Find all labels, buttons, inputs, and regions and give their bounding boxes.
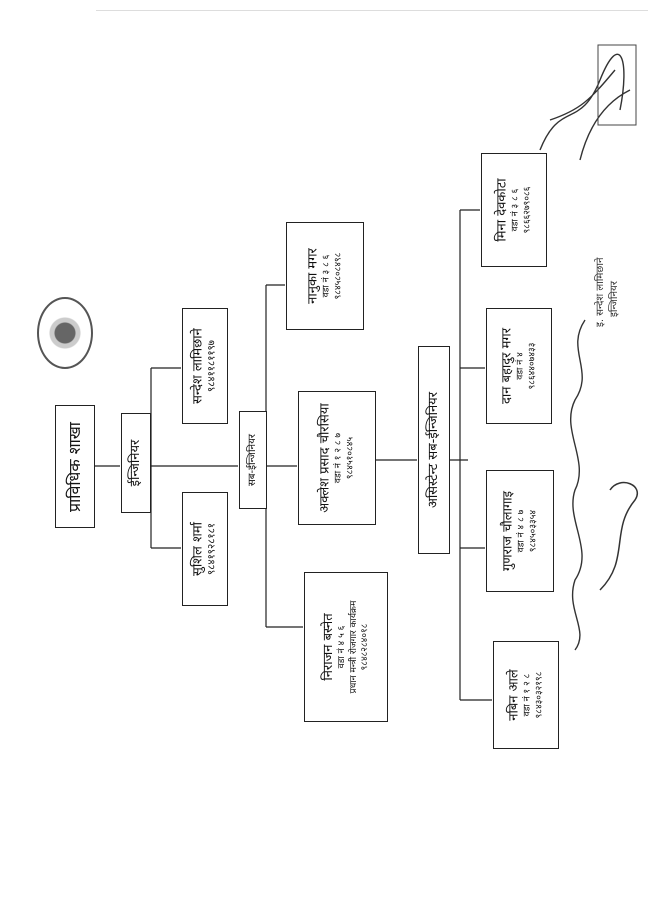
gunraj-node: गुणराज चौलागाइ वडा नं ४ ८ ७ ९८४५०३३५४	[486, 470, 554, 592]
svg-text:इ. सन्देश लामिछाने: इ. सन्देश लामिछाने	[594, 257, 606, 327]
akhilesh-name: अक्लेश प्रसाद चौरसिया	[317, 403, 333, 513]
nanuka-ward: वडा नं ३ ८ ६	[321, 254, 332, 298]
nirajan-node: निराजन बस्नेत वडा नं ४ ५ ६ प्रधान मन्त्र…	[304, 572, 388, 722]
signature-stamp: इ. सन्देश लामिछाने इन्जिनियर	[594, 257, 620, 327]
mina-name: मिना देवकोटा	[494, 178, 510, 242]
sandesh-phone: ९८४११८११९७	[206, 340, 218, 393]
dan-ward: वडा नं ४	[515, 352, 526, 380]
engineer-title: ईन्जिनियर	[127, 439, 143, 487]
sandesh-node: सन्देश लामिछाने ९८४११८११९७	[182, 308, 228, 424]
nirajan-phone: ९८४८२८४०१८	[359, 623, 370, 671]
official-seal	[37, 297, 93, 369]
dan-phone: ९८६४४०७४३३	[527, 342, 538, 390]
engineer-node: ईन्जिनियर	[121, 413, 151, 513]
nirajan-name: निराजन बस्नेत	[321, 613, 336, 681]
nanuka-node: नानुका मगर वडा नं ३ ८ ६ ९८४५८०८४९८	[286, 222, 364, 330]
root-node: प्राविधिक शाखा	[55, 405, 95, 528]
mina-phone: ९८६६२७९०८६	[522, 186, 533, 234]
handwritten-flourish	[599, 481, 638, 591]
sandesh-name: सन्देश लामिछाने	[190, 328, 206, 404]
sub-engineer-title: सब-ईन्जिनियर	[246, 433, 258, 487]
asst-sub-engineer-node: असिस्टेन्ट सब-ईन्जिनियर	[418, 346, 450, 554]
nabin-name: नबिन आले	[506, 669, 522, 721]
root-title: प्राविधिक शाखा	[65, 421, 84, 512]
nabin-phone: ९८४३०३२१९८	[534, 671, 545, 719]
asst-sub-engineer-title: असिस्टेन्ट सब-ईन्जिनियर	[425, 391, 441, 509]
sushil-name: सुशिल शर्मा	[190, 522, 206, 576]
akhilesh-phone: ९८४५१०८४५	[345, 436, 356, 480]
nirajan-ward: वडा नं ४ ५ ६	[337, 625, 348, 669]
handwritten-date-signature	[570, 319, 586, 651]
sushil-node: सुशिल शर्मा ९८४१९२८१८१	[182, 492, 228, 606]
page-top-edge	[96, 10, 648, 11]
handwritten-signature-top	[539, 44, 637, 161]
gunraj-ward: वडा नं ४ ८ ७	[516, 509, 527, 553]
mina-ward: वडा नं ३ ८ ६	[510, 188, 521, 232]
dan-node: दान बहादुर मगर वडा नं ४ ९८६४४०७४३३	[486, 308, 552, 424]
akhilesh-node: अक्लेश प्रसाद चौरसिया वडा नं १ २ ८ ७ ९८४…	[298, 391, 376, 525]
gunraj-phone: ९८४५०३३५४	[528, 509, 539, 553]
nirajan-program: प्रधान मन्त्री रोजगार कार्यक्रम	[348, 600, 359, 694]
nabin-node: नबिन आले वडा नं १ २ ८ ९८४३०३२१९८	[493, 641, 559, 749]
dan-name: दान बहादुर मगर	[499, 327, 515, 405]
sub-engineer-node: सब-ईन्जिनियर	[239, 411, 267, 509]
gunraj-name: गुणराज चौलागाइ	[500, 490, 516, 572]
akhilesh-ward: वडा नं १ २ ८ ७	[333, 432, 344, 484]
mina-node: मिना देवकोटा वडा नं ३ ८ ६ ९८६६२७९०८६	[481, 153, 547, 267]
nanuka-name: नानुका मगर	[305, 248, 321, 304]
nanuka-phone: ९८४५८०८४९८	[333, 252, 344, 300]
svg-text:इन्जिनियर: इन्जिनियर	[608, 280, 620, 317]
nabin-ward: वडा नं १ २ ८	[522, 673, 533, 717]
sushil-phone: ९८४१९२८१८१	[206, 523, 218, 575]
